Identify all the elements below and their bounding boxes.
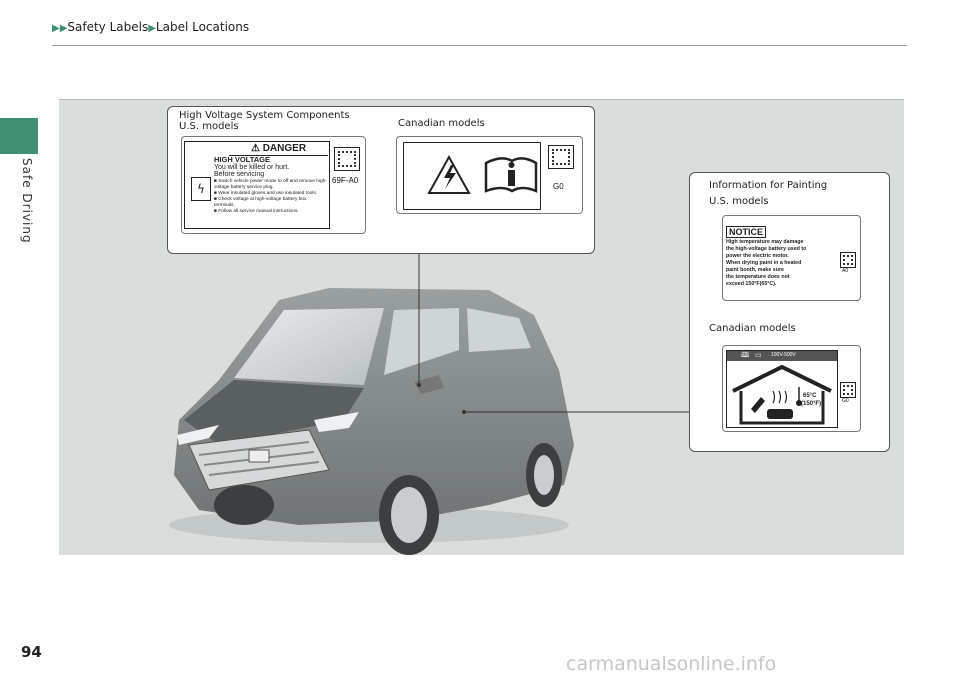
hv-us-caption: U.S. models — [179, 121, 239, 132]
hv-canadian-label: G0 — [396, 136, 583, 214]
voltage-range: 100V-500V — [771, 352, 796, 358]
page-number: 94 — [21, 643, 42, 661]
danger-sticker: ⚠ DANGER ϟ HIGH VOLTAGE You will be kill… — [184, 141, 330, 229]
notice-header: NOTICE — [726, 226, 767, 238]
illustration-panel: High Voltage System Components U.S. mode… — [59, 99, 904, 555]
high-voltage-callout: High Voltage System Components U.S. mode… — [167, 106, 595, 254]
paint-symbol-sticker: 🕮 ▭ 100V-500V 65°C (150°F) — [726, 350, 838, 428]
hv-canadian-code: G0 — [553, 182, 564, 191]
label-code-icon — [334, 147, 360, 171]
danger-title: HIGH VOLTAGE — [214, 155, 270, 164]
label-code-icon — [548, 145, 574, 169]
painting-callout: Information for Painting U.S. models NOT… — [689, 172, 890, 452]
paint-title: Information for Painting — [709, 180, 828, 191]
danger-header: DANGER — [262, 143, 307, 154]
label-code-icon — [840, 382, 856, 398]
danger-bullet: Wear insulated gloves and use insulated … — [218, 190, 318, 196]
canadian-symbol-sticker — [403, 142, 541, 210]
label-code-icon — [840, 252, 856, 268]
leader-lines — [417, 252, 689, 414]
notice-sticker: NOTICE High temperature may damage the h… — [726, 220, 836, 296]
notice-line: exceed 150°F(65°C). — [726, 281, 777, 287]
hv-title: High Voltage System Components — [179, 110, 350, 121]
section-tab-marker — [0, 118, 38, 154]
breadcrumb-current: Label Locations — [155, 20, 250, 34]
danger-bullet: Follow all service manual instructions. — [218, 208, 299, 214]
paint-temp-f: (150°F) — [801, 401, 822, 407]
notice-line: When drying paint in a heated — [726, 260, 802, 266]
danger-bullet: Switch vehicle power mode to off and rem… — [214, 178, 327, 190]
paint-canadian-code: G0 — [842, 398, 849, 404]
paint-us-code: A0 — [842, 268, 849, 274]
notice-line: power the electric motor. — [726, 253, 789, 259]
lightning-icon: ϟ — [191, 177, 211, 201]
paint-canadian-caption: Canadian models — [709, 323, 796, 334]
paint-temp-c: 65°C — [803, 393, 817, 399]
high-voltage-warning-icon — [427, 154, 538, 194]
hv-canadian-caption: Canadian models — [398, 118, 485, 129]
paint-us-caption: U.S. models — [709, 196, 769, 207]
paint-booth-icon — [732, 364, 832, 425]
paint-us-label: NOTICE High temperature may damage the h… — [722, 215, 861, 301]
header-divider — [52, 45, 907, 46]
paint-canadian-label: 🕮 ▭ 100V-500V 65°C (150°F) — [722, 345, 861, 432]
danger-line1: You will be killed or hurt. — [214, 163, 290, 171]
hv-us-label: ⚠ DANGER ϟ HIGH VOLTAGE You will be kill… — [181, 136, 366, 234]
book-icon: 🕮 — [741, 352, 750, 359]
watermark: carmanualsonline.info — [566, 653, 777, 675]
breadcrumb-arrow-icon: ▶ — [148, 23, 156, 34]
battery-icon: ▭ — [755, 352, 762, 359]
vehicle-illustration — [169, 288, 574, 555]
notice-line: paint booth, make sure — [726, 267, 784, 273]
warning-triangle-icon: ⚠ — [250, 143, 260, 154]
breadcrumb-arrow-icon: ▶▶ — [52, 23, 68, 34]
danger-bullet: Check voltage at high-voltage battery bo… — [214, 196, 307, 208]
hv-us-code: 69F-A0 — [332, 176, 359, 185]
breadcrumb-link-safety-labels[interactable]: Safety Labels — [67, 20, 149, 34]
notice-line: the high-voltage battery used to — [726, 246, 807, 252]
breadcrumb: ▶▶Safety Labels▶Label Locations — [52, 20, 249, 34]
notice-line: High temperature may damage — [726, 239, 804, 245]
danger-line2: Before servicing — [214, 171, 265, 178]
section-tab-label: Safe Driving — [20, 158, 34, 244]
notice-line: the temperature does not — [726, 274, 790, 280]
